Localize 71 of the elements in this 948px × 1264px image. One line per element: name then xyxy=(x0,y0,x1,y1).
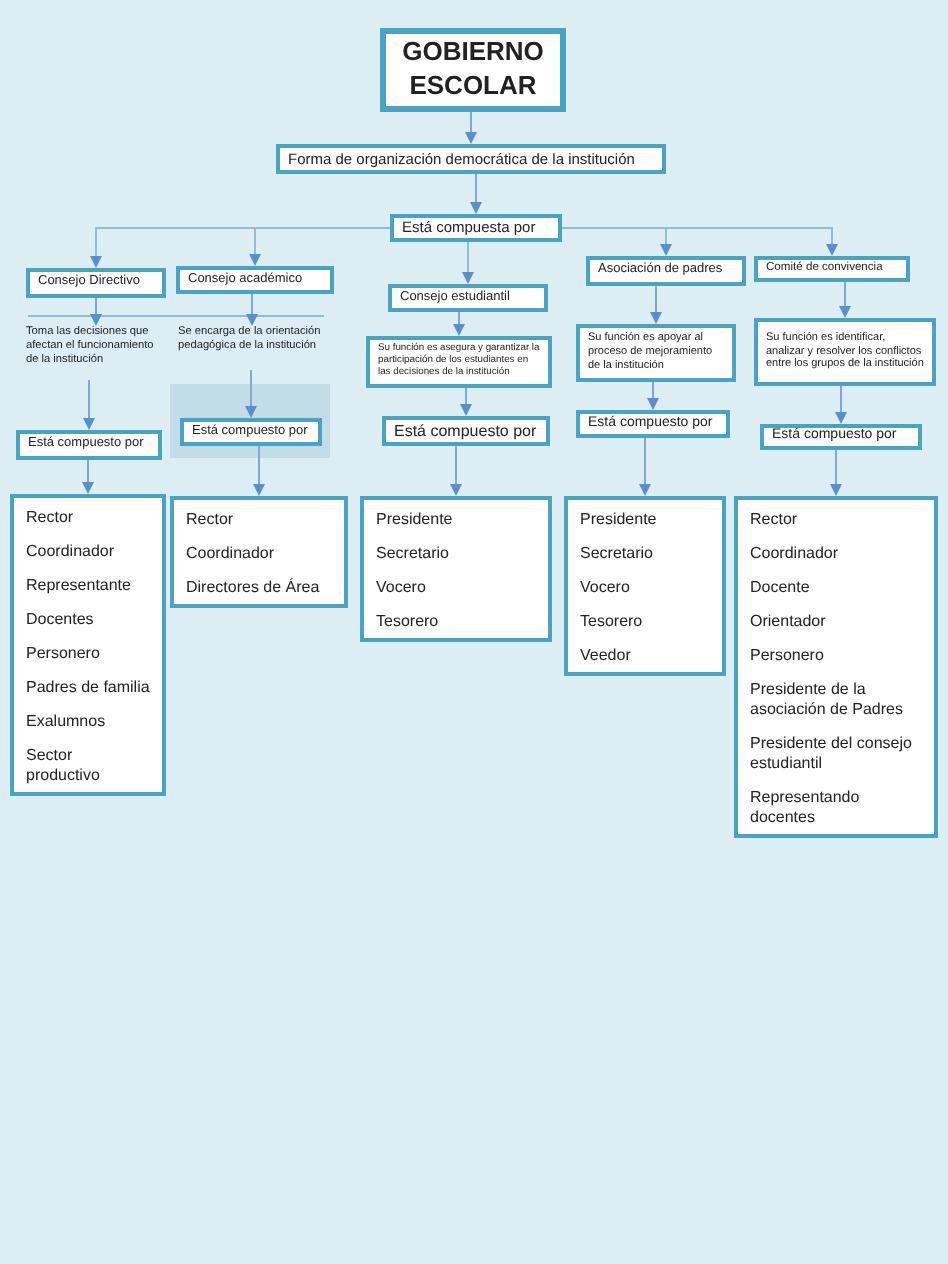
arrow xyxy=(465,111,477,144)
text-box xyxy=(366,336,552,388)
member-item: Tesorero xyxy=(376,612,441,632)
text-box xyxy=(390,214,562,242)
arrow xyxy=(470,173,482,214)
text-box xyxy=(16,430,162,460)
member-item: Docente xyxy=(750,578,812,598)
arrow xyxy=(835,385,847,424)
member-list-box xyxy=(170,496,348,608)
text-box xyxy=(276,144,666,174)
member-item: Vocero xyxy=(376,578,428,598)
member-item: Representando docentes xyxy=(750,788,862,828)
text-box xyxy=(176,266,334,294)
text-box xyxy=(586,256,746,286)
member-item: Personero xyxy=(26,644,102,664)
arrow xyxy=(246,293,258,326)
arrow xyxy=(830,449,842,496)
text-box xyxy=(760,424,922,450)
member-item: Presidente xyxy=(580,510,659,530)
arrow xyxy=(639,437,651,496)
member-item: Docentes xyxy=(26,610,96,630)
member-item: Directores de Área xyxy=(186,578,322,598)
arrow xyxy=(561,227,838,256)
member-list-box xyxy=(10,494,166,796)
member-item: Secretario xyxy=(376,544,451,564)
arrow xyxy=(460,387,472,416)
member-item: Rector xyxy=(26,508,76,528)
member-item: Exalumnos xyxy=(26,712,108,732)
arrow xyxy=(647,381,659,410)
arrow xyxy=(462,241,474,284)
arrow xyxy=(83,379,95,430)
member-item: Presidente xyxy=(376,510,455,530)
member-item: Rector xyxy=(750,510,800,530)
member-list-box xyxy=(360,496,552,642)
text-box xyxy=(754,256,910,282)
member-item: Vocero xyxy=(580,578,632,598)
title-text: GOBIERNO ESCOLAR xyxy=(400,36,546,104)
arrow xyxy=(253,445,265,496)
member-item: Sector productivo xyxy=(26,746,102,786)
arrow xyxy=(839,281,851,318)
arrow xyxy=(453,311,465,336)
text-box xyxy=(576,324,736,382)
text-box xyxy=(26,268,166,298)
member-item: Coordinador xyxy=(750,544,841,564)
member-item: Representante xyxy=(26,576,133,596)
text-box xyxy=(180,418,322,446)
member-item: Coordinador xyxy=(186,544,277,564)
member-item: Rector xyxy=(186,510,236,530)
arrow xyxy=(650,285,662,324)
arrow xyxy=(245,369,257,418)
member-item: Secretario xyxy=(580,544,655,564)
member-item: Tesorero xyxy=(580,612,645,632)
member-item: Padres de familia xyxy=(26,678,150,698)
member-item: Presidente del consejo estudiantil xyxy=(750,734,914,774)
text-box xyxy=(576,410,730,438)
arrow xyxy=(450,445,462,496)
text-box xyxy=(382,416,550,446)
member-item: Orientador xyxy=(750,612,828,632)
member-item: Personero xyxy=(750,646,826,666)
arrow xyxy=(90,297,102,326)
member-item: Veedor xyxy=(580,646,633,666)
box-text: Está compuesto por xyxy=(394,421,537,441)
text-box xyxy=(754,318,936,386)
text-box xyxy=(388,284,548,312)
arrow xyxy=(82,459,94,494)
title-box xyxy=(380,28,566,112)
member-list-box xyxy=(564,496,726,676)
member-item: Coordinador xyxy=(26,542,117,562)
member-list-box xyxy=(734,496,938,838)
member-item: Presidente de la asociación de Padres xyxy=(750,680,905,720)
arrow xyxy=(249,227,391,266)
